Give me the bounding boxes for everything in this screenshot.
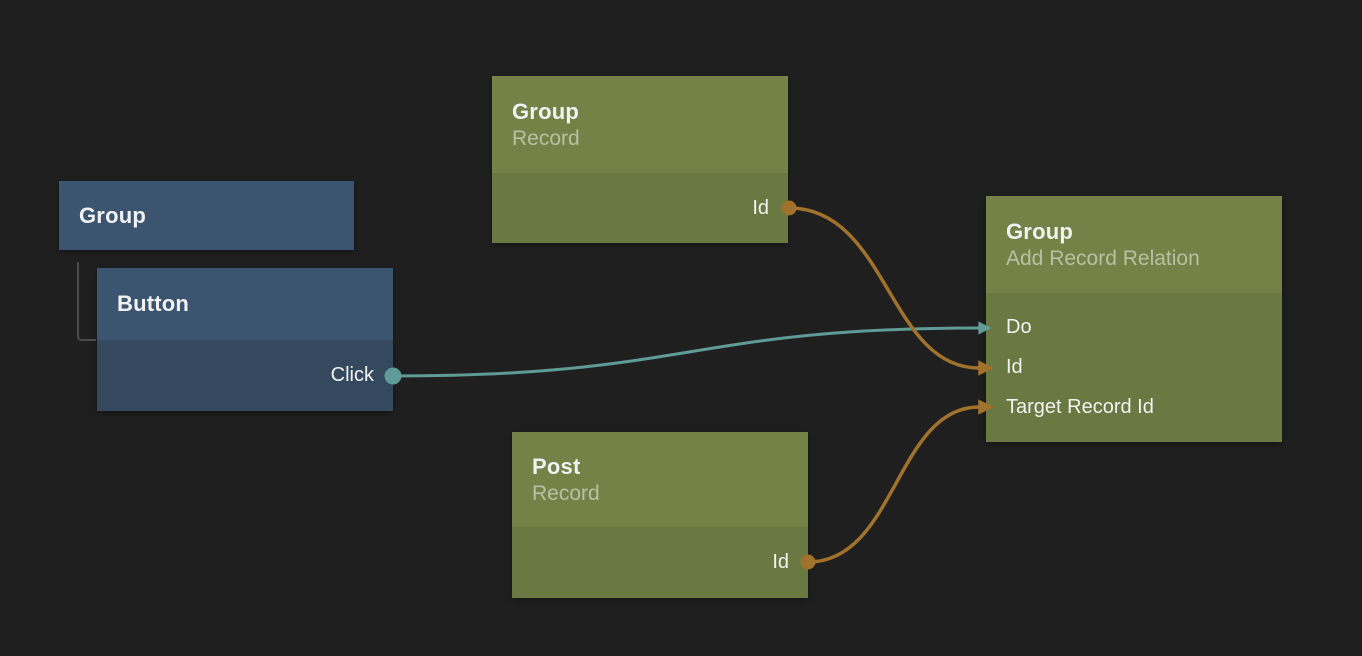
node-title: Group xyxy=(1006,218,1073,244)
wire-post-id-to-target-record-id[interactable] xyxy=(807,399,994,564)
node-header: Group Record xyxy=(492,76,788,173)
node-group-add-record-relation[interactable]: Group Add Record Relation Do Id Target R… xyxy=(986,196,1282,442)
node-header: Post Record xyxy=(512,432,808,527)
node-title: Group xyxy=(79,202,146,228)
node-subtitle: Record xyxy=(512,126,580,150)
node-header: Group xyxy=(59,181,354,250)
node-title: Group xyxy=(512,98,579,124)
node-ports: Id xyxy=(492,173,788,243)
port-label: Target Record Id xyxy=(1006,396,1154,418)
node-ports: Do Id Target Record Id xyxy=(986,293,1282,442)
node-post-record[interactable]: Post Record Id xyxy=(512,432,808,598)
wire-click-to-do[interactable] xyxy=(392,321,992,378)
input-port-do[interactable]: Do xyxy=(986,308,1282,348)
port-label: Click xyxy=(330,364,374,386)
port-label: Id xyxy=(752,196,769,219)
node-subtitle: Record xyxy=(532,481,600,505)
node-header: Group Add Record Relation xyxy=(986,196,1282,293)
node-title: Post xyxy=(532,453,581,479)
port-label: Do xyxy=(1006,316,1032,338)
node-title: Button xyxy=(117,291,190,316)
input-port-target-record-id[interactable]: Target Record Id xyxy=(986,388,1282,428)
output-port-click[interactable]: Click xyxy=(97,356,393,396)
node-subtitle: Add Record Relation xyxy=(1006,246,1200,270)
node-button-element[interactable]: Button Click xyxy=(97,268,393,411)
port-label: Id xyxy=(772,551,789,573)
node-group-element[interactable]: Group xyxy=(59,181,354,250)
port-label: Id xyxy=(1006,356,1023,378)
wire-group-id-to-id[interactable] xyxy=(788,206,994,376)
hierarchy-connector-line xyxy=(77,262,96,341)
output-port-id[interactable]: Id xyxy=(512,543,808,583)
node-header: Button xyxy=(97,268,393,340)
input-port-id[interactable]: Id xyxy=(986,348,1282,388)
output-port-id[interactable]: Id xyxy=(492,188,788,228)
node-ports: Id xyxy=(512,527,808,598)
node-group-record[interactable]: Group Record Id xyxy=(492,76,788,243)
node-ports: Click xyxy=(97,340,393,411)
